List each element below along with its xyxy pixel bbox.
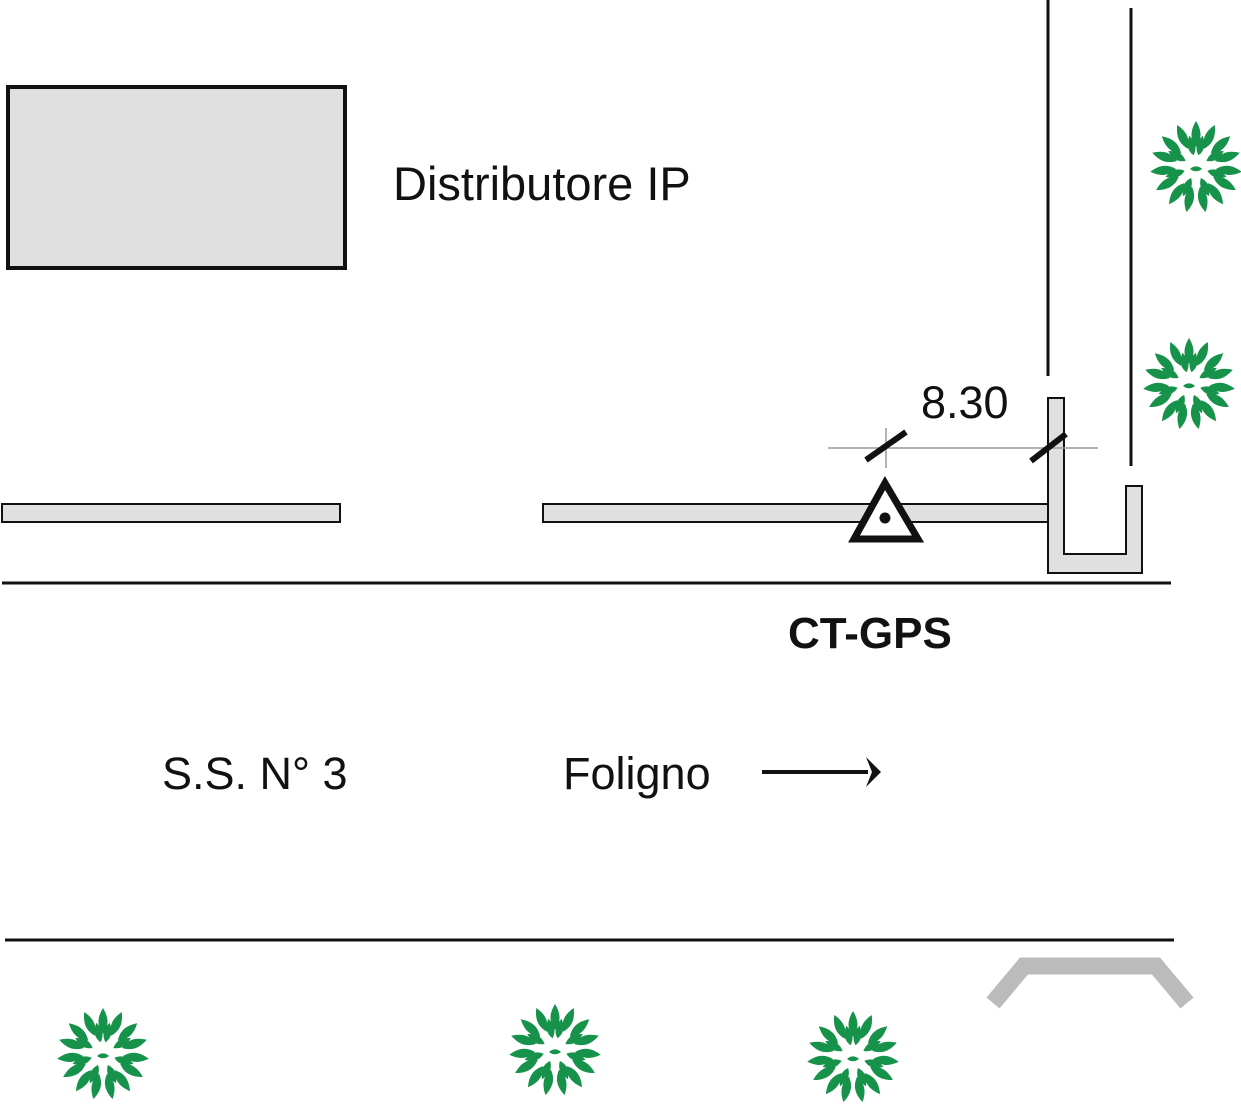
arrow-right-icon [762, 757, 881, 787]
distance-label: 8.30 [921, 377, 1009, 428]
shrub-icon [1149, 121, 1241, 213]
shrub-icon [806, 1011, 900, 1103]
dimension-tick-right [1029, 431, 1068, 464]
ramp-outline [986, 957, 1194, 1009]
triangle-with-dot-icon [848, 475, 925, 543]
curb-channel [1047, 397, 1143, 574]
station-label: CT-GPS [788, 609, 952, 658]
road-label: S.S. N° 3 [162, 748, 348, 799]
building-label: Distributore IP [393, 157, 691, 210]
shrub-icon [508, 1004, 602, 1096]
building-block [6, 85, 347, 270]
curb-right [542, 503, 1050, 523]
shrub-icon [1142, 338, 1236, 430]
dimension-tick-left [864, 429, 908, 463]
shrub-icon [56, 1008, 150, 1100]
curb-left [1, 503, 341, 523]
direction-label: Foligno [563, 748, 711, 799]
